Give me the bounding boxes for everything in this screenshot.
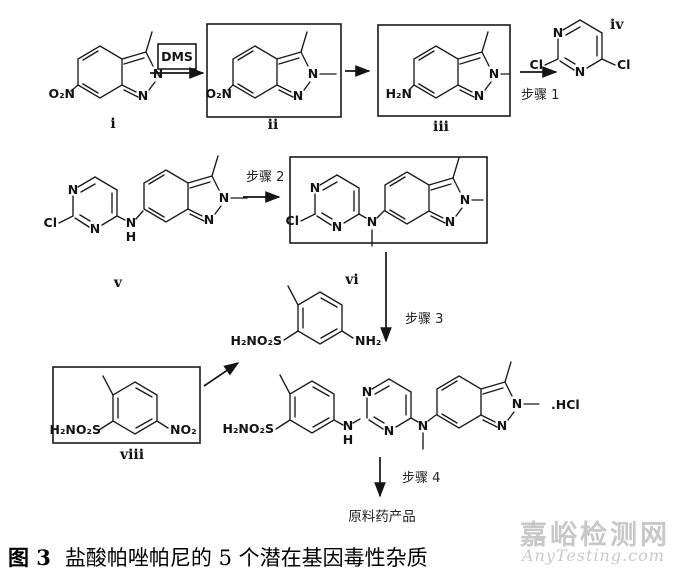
compound-label-vi: vi [344, 272, 358, 288]
watermark-cn: 嘉峪检测网 [520, 520, 670, 551]
indazole-ring [413, 31, 500, 104]
benzene-ring [283, 285, 343, 345]
impurity-box-iii [377, 24, 511, 117]
bond [135, 210, 144, 220]
step-4-arrow: 步骤 4 [374, 457, 440, 498]
atom-label-cl: Cl [44, 215, 57, 230]
step-3-arrow: 步骤 3 [380, 252, 443, 343]
compound-label-i: i [110, 116, 115, 132]
atom-label-nitro: O₂N [205, 86, 232, 101]
atom-label-hcl: .HCl [551, 397, 580, 412]
compound-label-iv: iv [610, 17, 624, 33]
compound-label-ii: ii [268, 117, 279, 133]
bond [300, 213, 316, 222]
bond [408, 84, 415, 91]
atom-label-nh-n: N [343, 418, 353, 433]
benzene-ring [98, 375, 158, 435]
atom-label-nmethyl-n: N [418, 418, 428, 433]
reagent-dms-arrow: DMS [150, 43, 205, 79]
atom-label-amino: H₂N [386, 86, 412, 101]
indazole-ring [384, 157, 471, 230]
bond [410, 417, 419, 423]
atom-label-nitro2: NO₂ [170, 422, 197, 437]
atom-label-cl: Cl [617, 57, 630, 72]
pyrimidine-ring [67, 176, 118, 237]
figure-caption-tag: 图 3 [8, 545, 51, 570]
structure-vi: Cl N vi [286, 156, 488, 288]
indazole-ring [436, 361, 523, 434]
bond [116, 215, 126, 221]
pyrimidine-ring [552, 19, 603, 80]
structure-v: Cl N H v [44, 155, 248, 291]
bond [333, 419, 344, 426]
figure-caption: 图 3 盐酸帕唑帕尼的 5 个潜在基因毒性杂质 [8, 542, 568, 572]
dms-box [157, 43, 197, 70]
atom-label-nh-n: N [126, 215, 136, 230]
compound-label-viii: viii [119, 447, 144, 463]
structure-pazopanib-hcl: H₂NO₂S N H N .HCl [222, 361, 580, 450]
bond [70, 84, 79, 92]
bond [156, 420, 169, 429]
structure-i: O₂N i [48, 31, 164, 132]
step-2-arrow: 步骤 2 [243, 170, 284, 203]
structure-viii: H₂NO₂S NO₂ viii [49, 366, 201, 463]
impurity-box-ii [206, 23, 342, 118]
structure-ii: O₂N ii [205, 23, 342, 133]
compound-label-v: v [113, 275, 123, 291]
bond [227, 84, 234, 91]
indazole-ring [232, 31, 319, 104]
indazole-ring [77, 31, 164, 104]
bond [58, 215, 74, 224]
pyrimidine-ring [361, 378, 412, 439]
structure-vii: H₂NO₂S NH₂ [230, 285, 381, 348]
step-label-4: 步骤 4 [402, 471, 440, 486]
bond [341, 330, 354, 339]
step-1-arrow: 步骤 1 [520, 66, 559, 103]
reaction-arrow-6 [203, 362, 240, 387]
structure-iii: H₂N iii [377, 24, 511, 135]
api-product-label: 原料药产品 [348, 509, 416, 525]
indazole-ring [143, 155, 230, 228]
bond [358, 213, 367, 219]
watermark-en: AnyTesting.com [522, 546, 665, 565]
atom-label-cl: Cl [530, 57, 543, 72]
atom-label-nh-h: H [126, 229, 136, 244]
figure-caption-text: 盐酸帕唑帕尼的 5 个潜在基因毒性杂质 [64, 546, 428, 570]
bond [376, 210, 385, 219]
atom-label-amine: NH₂ [355, 333, 381, 348]
atom-label-sulfonamide: H₂NO₂S [230, 333, 282, 348]
bond [601, 58, 616, 66]
reagent-label-dms: DMS [161, 49, 193, 64]
atom-label-nitro: O₂N [48, 86, 75, 101]
atom-label-sulfonamide: H₂NO₂S [222, 421, 274, 436]
step-label-2: 步骤 2 [246, 170, 284, 185]
pyrimidine-ring [309, 174, 360, 235]
atom-label-sulfonamide: H₂NO₂S [49, 422, 101, 437]
compound-label-iii: iii [433, 119, 449, 135]
atom-label-nh-h: H [343, 432, 353, 447]
step-label-3: 步骤 3 [405, 312, 443, 327]
structure-iv: Cl Cl iv [530, 17, 630, 80]
bond [427, 414, 437, 422]
benzene-ring [275, 374, 335, 434]
atom-label-nmethyl-n: N [367, 214, 377, 229]
bond [352, 418, 361, 424]
bond [544, 58, 559, 66]
impurity-box-vi [289, 156, 488, 244]
atom-label-cl: Cl [286, 213, 299, 228]
reaction-scheme: N N N N O₂N [44, 17, 631, 525]
step-label-1: 步骤 1 [521, 88, 559, 103]
impurity-box-viii [52, 366, 201, 444]
